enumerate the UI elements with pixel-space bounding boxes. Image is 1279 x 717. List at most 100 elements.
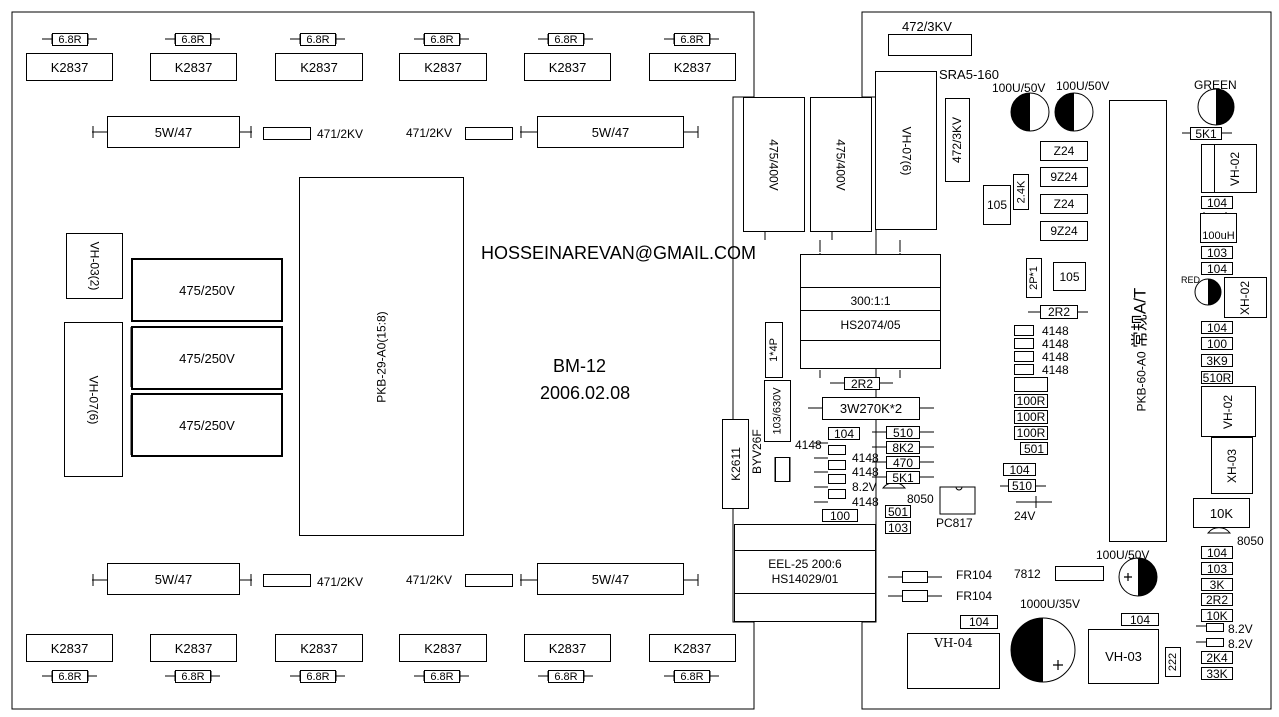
resistor-3k: 3K — [1201, 578, 1233, 591]
sra-relay-label: SRA5-160 — [939, 67, 999, 82]
diode-4148 — [1014, 338, 1034, 349]
diode-4148-label: 4148 — [1042, 363, 1069, 377]
diode-4148-label: 4148 — [1042, 337, 1069, 351]
zener-8-2v-label: 8.2V — [1228, 637, 1253, 651]
connector-xh02: XH-02 — [1224, 277, 1267, 318]
zener-z24: Z24 — [1040, 141, 1088, 161]
resistor-6-8r: 6.8R — [548, 670, 584, 683]
inductor-100uh: 100uH — [1200, 213, 1237, 243]
diode-4148-label: 4148 — [852, 495, 879, 509]
resistor-100-right: 100 — [1201, 337, 1233, 350]
resistor-5k1-right: 5K1 — [1190, 127, 1222, 140]
resistor-6-8r: 6.8R — [674, 670, 710, 683]
mosfet-k2837: K2837 — [649, 634, 736, 662]
regulator-7812-body — [1055, 566, 1104, 581]
zener-8-2v-label: 8.2V — [852, 480, 877, 494]
resistor-2p: 2P*1 — [1026, 258, 1042, 298]
capacitor-104-right: 104 — [1201, 546, 1233, 559]
connector-vh03: VH-03 — [1088, 629, 1159, 684]
capacitor-104-right: 104 — [1201, 321, 1233, 334]
capacitor-472-3kv-vertical: 472/3KV — [945, 98, 970, 182]
diode-4148-label: 4148 — [852, 465, 879, 479]
capacitor-222: 222 — [1165, 647, 1181, 677]
connector-vh07-mid: VH-07(6) — [875, 71, 937, 230]
resistor-6-8r: 6.8R — [52, 33, 88, 46]
capacitor-471-2kv-body — [263, 127, 311, 140]
resistor-100r: 100R — [1014, 426, 1048, 440]
resistor-5w47: 5W/47 — [107, 116, 240, 148]
diode-byv26f-label: BYV26F — [750, 429, 764, 474]
zener-9z24: 9Z24 — [1040, 167, 1088, 187]
mosfet-k2837: K2837 — [524, 53, 611, 81]
capacitor-100u50v-label: 100U/50V — [992, 81, 1046, 95]
resistor-2r2-mid: 2R2 — [844, 377, 880, 390]
diode-fr104-label: FR104 — [956, 589, 993, 603]
diode-byv26f-body — [775, 457, 790, 482]
led-red-label: RED — [1181, 275, 1201, 285]
capacitor-104-right: 104 — [1003, 463, 1036, 476]
capacitor-471-2kv-label: 471/2KV — [317, 575, 364, 589]
diode-fr104 — [902, 590, 928, 602]
capacitor-471-2kv-label: 471/2KV — [406, 126, 453, 140]
led-green-label: GREEN — [1194, 78, 1237, 92]
resistor-6-8r: 6.8R — [548, 33, 584, 46]
diode-4148 — [828, 460, 846, 470]
zener-8-2v — [1206, 638, 1224, 647]
connector-vh02: VH-02 — [1201, 144, 1257, 193]
diode-4148 — [828, 474, 846, 484]
resistor-6-8r: 6.8R — [300, 33, 336, 46]
capacitor-104-right: 104 — [960, 615, 998, 629]
capacitor-104-right: 104 — [1121, 613, 1159, 626]
diode-4148 — [1014, 364, 1034, 375]
resistor-10k: 10K — [1201, 609, 1233, 622]
mosfet-k2611: K2611 — [722, 419, 749, 509]
connector-vh04: VH-04 — [907, 633, 1000, 689]
capacitor-472-3kv-body — [888, 34, 972, 56]
capacitor-103-630v: 103/630V — [764, 380, 791, 442]
resistor-6-8r: 6.8R — [424, 670, 460, 683]
diode-4148-label: 4148 — [852, 451, 879, 465]
optocoupler-pc817-label: PC817 — [936, 516, 973, 530]
mosfet-k2837: K2837 — [649, 53, 736, 81]
capacitor-471-2kv-body — [263, 574, 311, 587]
resistor-470: 470 — [886, 456, 920, 469]
capacitor-100u50v-label: 100U/50V — [1096, 548, 1150, 562]
resistor-501: 501 — [885, 505, 911, 518]
resistor-2r2-right: 2R2 — [1201, 593, 1233, 606]
diode-fr104 — [902, 571, 928, 583]
capacitor-104-right: 104 — [1201, 262, 1233, 275]
resistor-5w47: 5W/47 — [537, 116, 684, 148]
resistor-6-8r: 6.8R — [175, 33, 211, 46]
zener-8-2v-label: 8.2V — [1228, 622, 1253, 636]
mosfet-k2837: K2837 — [26, 53, 113, 81]
mosfet-k2837: K2837 — [150, 53, 237, 81]
resistor-6-8r: 6.8R — [300, 670, 336, 683]
board-date: 2006.02.08 — [540, 383, 631, 403]
resistor-5w47: 5W/47 — [537, 563, 684, 595]
connector-vh03: VH-03(2) — [66, 233, 123, 299]
capacitor-471-2kv-body — [465, 127, 513, 140]
zener-8-2v — [828, 489, 846, 499]
capacitor-471-2kv-label: 471/2KV — [406, 573, 453, 587]
capacitor-100u50v-label: 100U/50V — [1056, 79, 1110, 93]
resistor-501-right: 501 — [1020, 442, 1048, 455]
capacitor-104-mid: 104 — [828, 427, 860, 440]
capacitor-475-400v: 475/400V — [810, 97, 872, 232]
capacitor-475-400v: 475/400V — [743, 97, 805, 232]
resistor-5w47: 5W/47 — [107, 563, 240, 595]
capacitor-475-250v: 475/250V — [131, 393, 283, 457]
resistor-33k: 33K — [1201, 667, 1233, 680]
zener-24v-label: 24V — [1014, 509, 1036, 523]
capacitor-1000u35v-label: 1000U/35V — [1020, 597, 1081, 611]
mosfet-k2837: K2837 — [26, 634, 113, 662]
diode-4148-label: 4148 — [795, 438, 822, 452]
trimmer-10k: 10K — [1193, 498, 1250, 528]
capacitor-471-2kv-body — [465, 574, 513, 587]
resistor-100r: 100R — [1014, 410, 1048, 424]
capacitor-103-right: 103 — [1201, 562, 1233, 575]
capacitor-104-right: 104 — [1201, 196, 1233, 209]
capacitor-475-250v: 475/250V — [131, 326, 283, 390]
resistor-510-right: 510 — [1008, 479, 1036, 492]
zener-z24: Z24 — [1040, 194, 1088, 214]
